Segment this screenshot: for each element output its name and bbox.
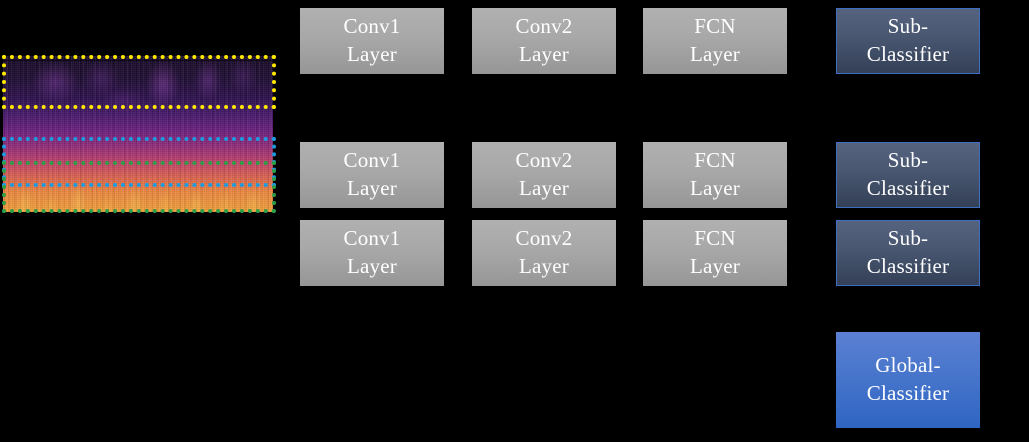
row-2-conv1-layer[interactable]: Conv1 Layer [300, 142, 444, 208]
row-1-conv2-layer[interactable]: Conv2 Layer [472, 8, 616, 74]
row-1-conv1-layer[interactable]: Conv1 Layer [300, 8, 444, 74]
row-2-conv2-layer[interactable]: Conv2 Layer [472, 142, 616, 208]
row-2-sub-classifier[interactable]: Sub- Classifier [836, 142, 980, 208]
row-3-sub-classifier[interactable]: Sub- Classifier [836, 220, 980, 286]
row-2-fcn-layer[interactable]: FCN Layer [643, 142, 787, 208]
row-3-conv1-layer[interactable]: Conv1 Layer [300, 220, 444, 286]
row-1-fcn-layer[interactable]: FCN Layer [643, 8, 787, 74]
global-classifier[interactable]: Global- Classifier [836, 332, 980, 428]
row-3-conv2-layer[interactable]: Conv2 Layer [472, 220, 616, 286]
spectrogram-top-line [3, 60, 273, 61]
band-selection-low-green[interactable] [2, 161, 276, 213]
row-3-fcn-layer[interactable]: FCN Layer [643, 220, 787, 286]
row-1-sub-classifier[interactable]: Sub- Classifier [836, 8, 980, 74]
band-selection-high-yellow[interactable] [2, 55, 276, 109]
